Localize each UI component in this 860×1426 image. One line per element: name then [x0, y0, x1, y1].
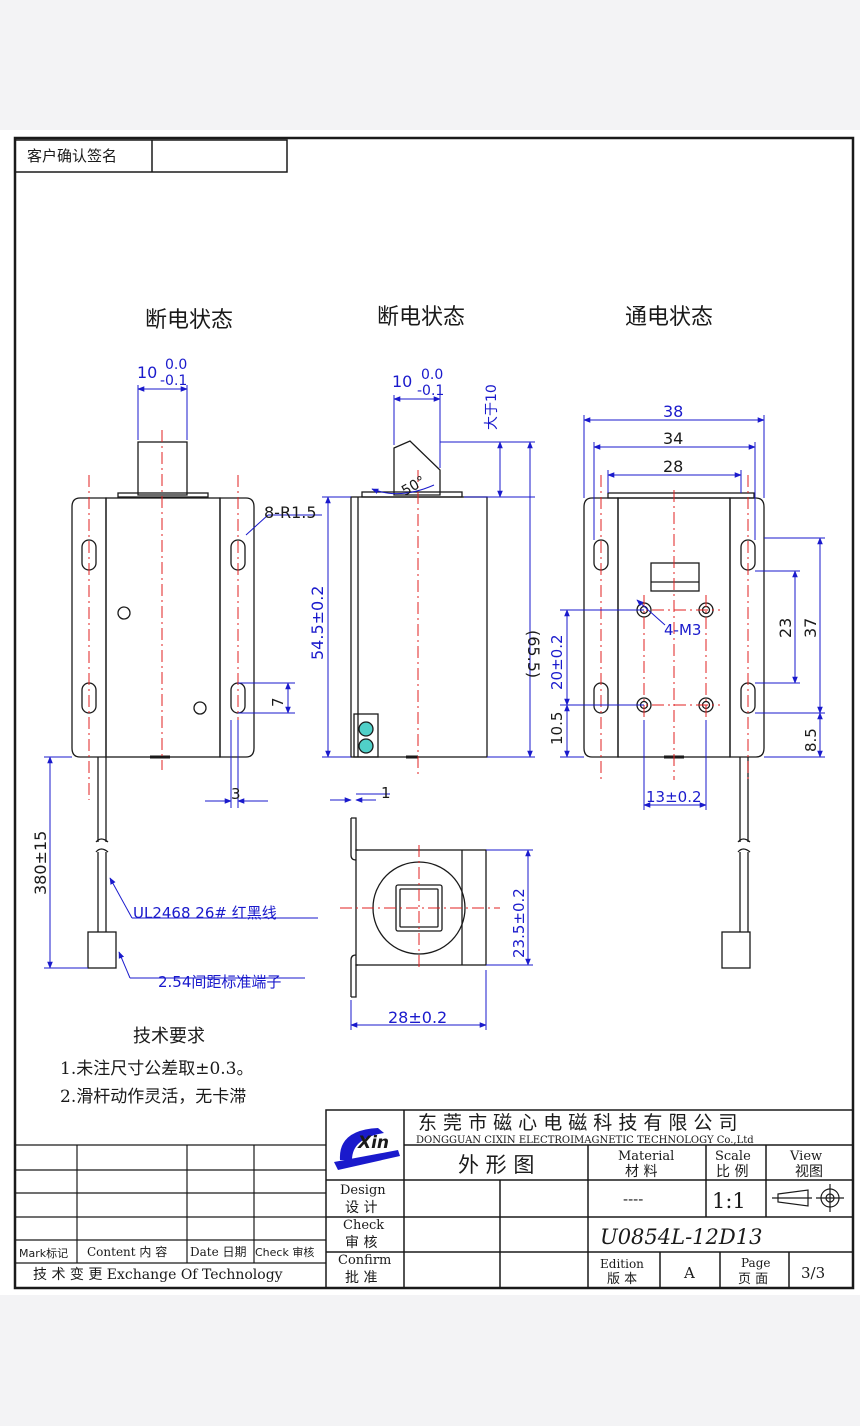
- revision-content-header: Content 内 容: [87, 1244, 167, 1259]
- view-title-right: 通电状态: [625, 305, 713, 330]
- title-block: [325, 1109, 854, 1289]
- dim-hole-vertical: 20±0.2: [548, 634, 566, 690]
- dim-left-plunger-width: 10: [137, 363, 157, 382]
- view-label-en: View: [789, 1149, 822, 1164]
- view-title-left: 断电状态: [145, 308, 233, 333]
- dim-mid-tol-upper: 0.0: [421, 367, 443, 383]
- view-title-middle: 断电状态: [377, 305, 465, 330]
- dim-slot-length: 7: [269, 697, 287, 707]
- scale-label-cn: 比 例: [716, 1164, 748, 1180]
- confirm-label-cn: 批 准: [345, 1270, 377, 1286]
- page-value: 3/3: [801, 1264, 825, 1282]
- revision-check-header: Check 审核: [255, 1245, 314, 1259]
- dim-overall-height: (65.5): [524, 630, 543, 678]
- company-name-cn: 东 莞 市 磁 心 电 磁 科 技 有 限 公 司: [418, 1112, 737, 1134]
- dim-stroke: 大于10: [484, 384, 500, 430]
- signature-box: 客户确认签名: [14, 139, 288, 173]
- bottom-view-dimensions: [330, 793, 533, 1030]
- bottom-view-centerlines: [340, 845, 500, 970]
- right-view-dimensions: [560, 415, 825, 810]
- dim-hole-horizontal: 13±0.2: [646, 788, 702, 806]
- terminal-label: 2.54间距标准端子: [158, 973, 281, 991]
- dim-left-tol-upper: 0.0: [165, 357, 187, 373]
- material-value: ----: [623, 1190, 643, 1208]
- dim-bottom-offset: 10.5: [548, 712, 566, 745]
- drawing-name: 外 形 图: [458, 1153, 534, 1177]
- left-view: [71, 441, 255, 969]
- dim-mid-tol-lower: -0.1: [417, 383, 444, 399]
- bottom-view-dim-text: 1 23.5±0.2 28±0.2: [381, 784, 528, 1027]
- material-label-en: Material: [618, 1149, 674, 1164]
- scale-value: 1:1: [712, 1189, 746, 1213]
- revision-footer: 技 术 变 更 Exchange Of Technology: [33, 1267, 283, 1283]
- logo-text: Xin: [357, 1133, 389, 1153]
- dim-slot-offset: 3: [231, 785, 241, 803]
- part-number: U0854L-12D13: [600, 1225, 762, 1249]
- company-name-en: DONGGUAN CIXIN ELECTROIMAGNETIC TECHNOLO…: [416, 1135, 754, 1146]
- dim-width-34: 34: [663, 429, 683, 448]
- dim-slot-spacing: 23: [776, 618, 795, 638]
- edition-label-en: Edition: [600, 1257, 644, 1271]
- confirm-label-en: Confirm: [338, 1253, 391, 1268]
- wire-spec-label: UL2468 26# 红黑线: [133, 904, 277, 922]
- check-label-en: Check: [343, 1218, 384, 1233]
- page-label-cn: 页 面: [738, 1272, 768, 1287]
- revision-table: [15, 1144, 326, 1264]
- dim-bottom-width: 28±0.2: [388, 1008, 447, 1027]
- revision-date-header: Date 日期: [190, 1245, 247, 1259]
- requirements-title: 技术要求: [133, 1026, 205, 1047]
- edition-label-cn: 版 本: [607, 1272, 637, 1287]
- page-label-en: Page: [741, 1256, 770, 1270]
- design-label-en: Design: [340, 1183, 386, 1198]
- left-view-centerlines: [88, 430, 239, 800]
- left-view-dim-text: 10 0.0 -0.1 8-R1.5 7 3 380±15 UL2468 26#…: [31, 357, 317, 991]
- company-logo: Xin: [334, 1128, 400, 1170]
- dim-threads: 4-M3: [664, 621, 701, 639]
- signature-label: 客户确认签名: [27, 147, 117, 165]
- dim-left-tol-lower: -0.1: [160, 373, 187, 389]
- revision-table-text: Mark标记 Content 内 容 Date 日期 Check 审核 技 术 …: [19, 1244, 314, 1283]
- projection-symbol-icon: [772, 1184, 844, 1212]
- dim-slot-bottom: 8.5: [802, 728, 820, 752]
- material-label-cn: 材 料: [625, 1164, 657, 1180]
- dim-width-38: 38: [663, 402, 683, 421]
- left-view-dimensions: [44, 385, 322, 979]
- edition-value: A: [683, 1264, 695, 1282]
- scale-label-en: Scale: [715, 1149, 751, 1164]
- technical-drawing: 客户确认签名 断电状态 断电状态 通电状态: [13, 136, 855, 1290]
- middle-view-dimensions: [322, 395, 535, 758]
- requirement-item-1: 1.未注尺寸公差取±0.3。: [60, 1059, 254, 1079]
- dim-wire-length: 380±15: [31, 831, 50, 895]
- right-view-centerlines: [600, 475, 749, 780]
- middle-view-dim-text: 10 0.0 -0.1 大于10 50° 54.5±0.2 (65.5): [308, 367, 543, 678]
- title-block-text: 东 莞 市 磁 心 电 磁 科 技 有 限 公 司 DONGGUAN CIXIN…: [338, 1112, 825, 1287]
- dim-width-28: 28: [663, 457, 683, 476]
- right-view-dim-text: 38 34 28 4-M3 20±0.2 10.5 13±0.2 23 37 8…: [548, 402, 820, 806]
- dim-bottom-thickness: 1: [381, 784, 391, 802]
- drawing-sheet: 客户确认签名 断电状态 断电状态 通电状态: [0, 130, 860, 1295]
- dim-bottom-height: 23.5±0.2: [510, 888, 528, 958]
- view-label-cn: 视图: [795, 1164, 823, 1180]
- requirement-item-2: 2.滑杆动作灵活，无卡滞: [60, 1087, 246, 1107]
- check-label-cn: 审 核: [345, 1235, 377, 1251]
- dim-holes-radius: 8-R1.5: [264, 503, 317, 522]
- dim-height: 54.5±0.2: [308, 586, 327, 660]
- design-label-cn: 设 计: [345, 1200, 377, 1216]
- dim-mid-plunger-width: 10: [392, 372, 412, 391]
- revision-mark-header: Mark标记: [19, 1246, 68, 1260]
- technical-requirements: 技术要求 1.未注尺寸公差取±0.3。 2.滑杆动作灵活，无卡滞: [60, 1026, 254, 1107]
- dim-slot-total: 37: [801, 618, 820, 638]
